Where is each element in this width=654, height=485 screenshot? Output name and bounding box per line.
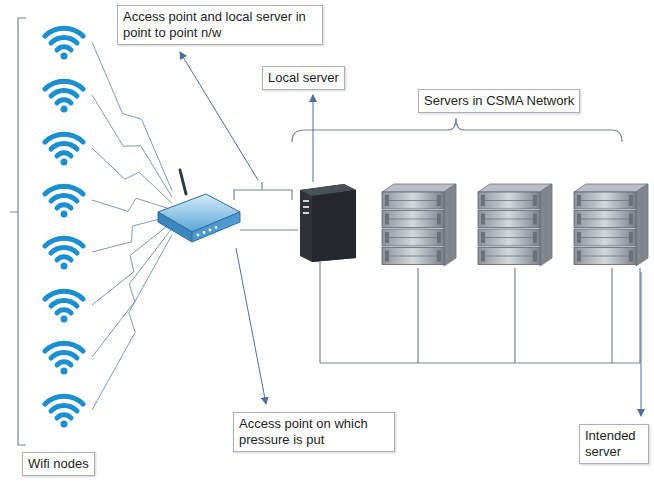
- leader-line: [641, 272, 642, 416]
- leader-line: [236, 248, 266, 404]
- leader-line: [313, 95, 314, 182]
- wifi-icon: [45, 28, 83, 59]
- label-text: Access point and local server in point t…: [123, 9, 317, 41]
- label-box: Intended server: [579, 424, 649, 464]
- label-text: Local server: [268, 70, 339, 86]
- brace: [292, 118, 622, 142]
- wifi-icon: [45, 291, 83, 322]
- bracket: [234, 182, 292, 200]
- wireless-link: [92, 95, 172, 197]
- label-box: Wifi nodes: [22, 452, 95, 476]
- rack-server-icon: [478, 184, 552, 266]
- wifi-icon: [45, 343, 83, 374]
- wifi-icon: [45, 396, 83, 427]
- wifi-icon: [45, 81, 83, 112]
- wifi-icon: [45, 238, 83, 269]
- label-text: Wifi nodes: [28, 456, 89, 472]
- label-text: Intended server: [585, 428, 643, 460]
- wifi-icons: [45, 28, 172, 427]
- router-icon: [158, 170, 240, 242]
- wifi-icon: [45, 134, 83, 165]
- label-text: Servers in CSMA Network: [424, 93, 574, 109]
- wireless-link: [92, 198, 172, 211]
- label-box: Access point and local server in point t…: [117, 5, 323, 45]
- rack-server-icon: [574, 184, 648, 266]
- wireless-link: [92, 235, 172, 410]
- leader-line: [180, 52, 258, 180]
- local-server-icon: [300, 184, 356, 262]
- wifi-icon: [45, 186, 83, 217]
- wireless-link: [92, 148, 172, 203]
- label-box: Servers in CSMA Network: [418, 89, 580, 113]
- wireless-link: [92, 42, 172, 191]
- bracket: [10, 18, 26, 445]
- label-box: Local server: [262, 66, 345, 90]
- rack-server-icon: [382, 184, 456, 266]
- csma-bus: [320, 262, 640, 363]
- rack-servers: [382, 184, 648, 266]
- label-text: Access point on which pressure is put: [239, 416, 389, 448]
- label-box: Access point on which pressure is put: [233, 412, 395, 452]
